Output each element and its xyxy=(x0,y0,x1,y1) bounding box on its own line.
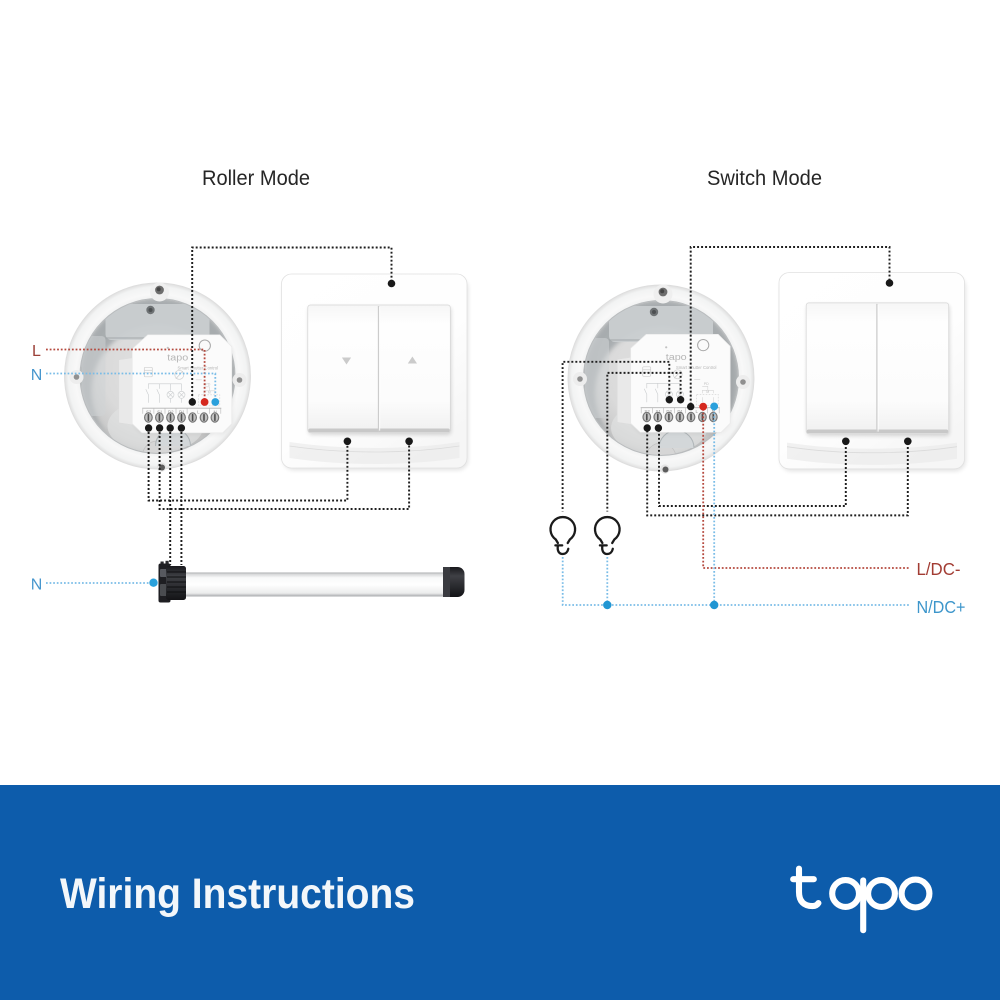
svg-text:L: L xyxy=(32,343,41,360)
svg-text:L/DC-: L/DC- xyxy=(917,559,961,579)
svg-text:Wiring Instructions: Wiring Instructions xyxy=(60,871,415,918)
svg-text:N: N xyxy=(31,367,43,384)
svg-text:Roller Mode: Roller Mode xyxy=(202,166,310,190)
svg-text:Switch Mode: Switch Mode xyxy=(707,166,822,190)
svg-text:N/DC+: N/DC+ xyxy=(917,597,966,617)
svg-text:N: N xyxy=(31,577,43,594)
